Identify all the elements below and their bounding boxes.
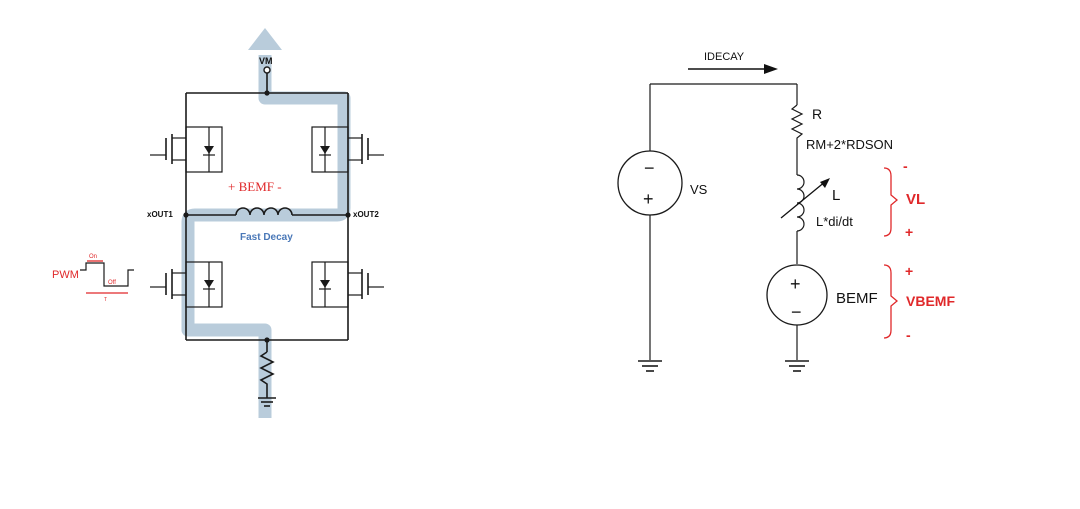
off-label: Off: [108, 280, 116, 286]
idecay-label: IDECAY: [704, 51, 745, 63]
motor-winding: [235, 207, 293, 216]
pwm-label: PWM: [52, 269, 79, 281]
ground-icon-left: [258, 397, 276, 407]
vbemf-minus: -: [906, 327, 911, 343]
sense-resistor: [259, 351, 275, 398]
svg-text:−: −: [791, 302, 802, 322]
ground-icon-bemf: [785, 360, 809, 372]
vm-label: VM: [259, 56, 273, 66]
vl-plus: +: [905, 224, 913, 240]
xout2-label: xOUT2: [353, 210, 379, 219]
arrow-right-icon: [764, 64, 778, 74]
l-label: L: [832, 187, 840, 204]
variable-arrow: [780, 180, 827, 219]
ground-icon-vs: [638, 360, 662, 372]
r-value: RM+2*RDSON: [806, 137, 893, 152]
svg-text:+: +: [790, 274, 801, 294]
vm-terminal: [263, 66, 271, 74]
vl-minus: -: [903, 158, 908, 174]
bemf-label-right: BEMF: [836, 290, 878, 307]
r-label: R: [812, 106, 822, 122]
vbemf-plus: +: [905, 263, 913, 279]
inductor-l: [796, 174, 805, 232]
mosfet-high-right: [311, 126, 384, 173]
h-bridge-diagram: VM xOUT1 xOUT2 + BEMF - Fast Decay: [52, 28, 384, 418]
xout1-label: xOUT1: [147, 210, 173, 219]
mosfet-low-right: [311, 261, 384, 308]
bemf-label: + BEMF -: [228, 179, 282, 194]
vbemf-bracket: [883, 264, 899, 339]
vl-bracket: [883, 167, 899, 237]
equivalent-circuit: IDECAY − + VS R RM+2*RDSON L L*di/dt + −…: [617, 51, 955, 372]
on-label: On: [89, 254, 97, 260]
l-value: L*di/dt: [816, 214, 853, 229]
svg-text:+: +: [643, 189, 654, 209]
vs-label: VS: [690, 182, 708, 197]
mosfet-low-left: [150, 261, 223, 308]
vl-label: VL: [906, 191, 925, 208]
fast-decay-label: Fast Decay: [240, 232, 293, 243]
period-label: T: [104, 297, 107, 303]
pwm-waveform: PWM On Off T: [52, 254, 134, 303]
svg-text:−: −: [644, 158, 655, 178]
current-arrowhead: [248, 28, 282, 50]
mosfet-high-left: [150, 126, 223, 173]
decay-current-path: [181, 55, 351, 418]
vbemf-label: VBEMF: [906, 293, 955, 309]
resistor-r: [790, 104, 804, 175]
